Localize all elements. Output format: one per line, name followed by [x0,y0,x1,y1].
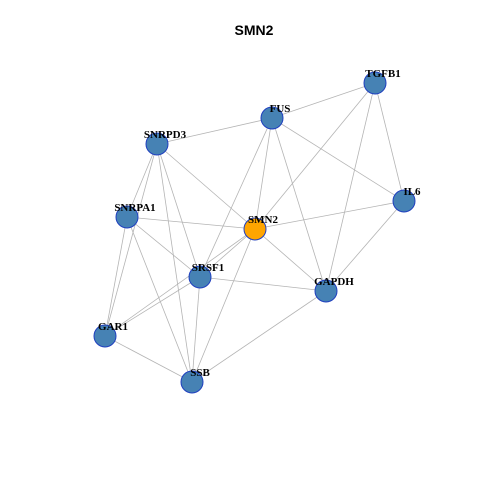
edge-fus-il6 [271,117,405,202]
node-label-srsf1: SRSF1 [192,262,224,274]
edge-il6-smn2 [254,200,405,230]
edge-smn2-gar1 [104,228,256,337]
edge-fus-tgfb1 [271,82,376,119]
edge-snrpa1-srsf1 [126,216,201,278]
edge-srsf1-ssb [191,276,201,383]
edge-gar1-ssb [104,335,193,383]
node-label-il6: IL6 [403,186,421,198]
node-fus[interactable] [260,106,284,130]
node-label-gapdh: GAPDH [314,276,354,288]
node-label-fus: FUS [270,103,291,115]
edge-tgfb1-il6 [374,82,405,202]
nodes-layer [93,71,416,394]
node-snrpa1[interactable] [115,205,139,229]
edge-fus-srsf1 [199,117,273,278]
edge-fus-smn2 [254,117,273,230]
edge-snrpd3-smn2 [156,143,256,230]
node-il6[interactable] [392,189,416,213]
edge-smn2-ssb [191,228,256,383]
edge-smn2-srsf1 [199,228,256,278]
node-label-gar1: GAR1 [98,321,128,333]
node-tgfb1[interactable] [363,71,387,95]
edge-tgfb1-smn2 [254,82,376,230]
edge-smn2-gapdh [254,228,327,292]
edge-snrpd3-fus [156,117,273,145]
node-label-snrpa1: SNRPA1 [114,202,155,214]
graph-title: SMN2 [235,22,274,38]
node-gar1[interactable] [93,324,117,348]
node-snrpd3[interactable] [145,132,169,156]
edges-layer [104,82,405,383]
edge-snrpd3-gar1 [104,143,158,337]
edge-tgfb1-gapdh [325,82,376,292]
node-smn2[interactable] [243,217,267,241]
edge-snrpa1-gar1 [104,216,128,337]
edge-il6-gapdh [325,200,405,292]
node-label-smn2: SMN2 [248,214,278,226]
edge-snrpa1-smn2 [126,216,256,230]
node-srsf1[interactable] [188,265,212,289]
edge-fus-gapdh [271,117,327,292]
node-gapdh[interactable] [314,279,338,303]
node-label-ssb: SSB [190,367,210,379]
edge-snrpa1-ssb [126,216,193,383]
edge-srsf1-gar1 [104,276,201,337]
edge-snrpd3-snrpa1 [126,143,158,218]
node-ssb[interactable] [180,370,204,394]
edge-srsf1-gapdh [199,276,327,292]
edge-snrpd3-ssb [156,143,193,383]
node-label-snrpd3: SNRPD3 [144,129,187,141]
node-label-tgfb1: TGFB1 [365,68,400,80]
edge-gapdh-ssb [191,290,327,383]
edge-snrpd3-srsf1 [156,143,201,278]
